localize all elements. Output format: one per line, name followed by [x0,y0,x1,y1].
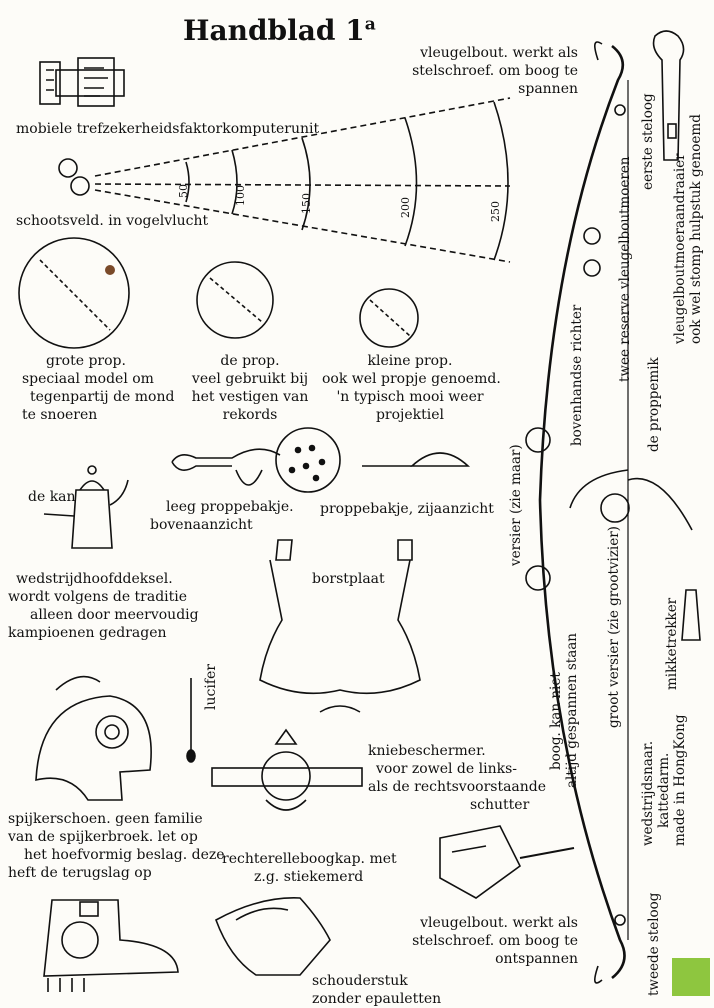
versier-label: versier (zie maar) [508,444,524,566]
kleine-prop-label: kleine prop.ook wel propje genoemd.'n ty… [322,353,501,423]
mikketrekker-label: mikketrekker [664,597,680,690]
range-tick-100: 100 [234,185,247,206]
kniebeschermer-label: kniebeschermer.voor zowel de links-als d… [368,743,547,813]
range-tick-200: 200 [399,197,412,218]
lucifer-drawing [186,678,196,763]
boog-drawing [525,41,701,984]
range-tick-250: 250 [489,201,502,222]
borstplaat-drawing [259,539,421,713]
de-proppemik-label: de proppemik [646,357,662,452]
props-drawing [18,237,419,349]
groot-versier-label: groot versier (zie grootvizier) [606,526,622,728]
publisher-logo [672,958,710,996]
range-field-drawing [58,97,511,263]
de-kan-label: de kan [28,489,76,505]
schootsveld-label: schootsveld. in vogelvlucht [16,213,209,229]
bovenhandse-richter-label: bovenhandse richter [569,304,585,446]
elleboogkap-drawing [439,825,575,899]
kan-drawing [43,465,129,549]
range-tick-150: 150 [300,193,313,214]
lucifer-label: lucifer [203,664,219,710]
proppebakje-boven-label: leeg proppebakje.bovenaanzicht [150,499,294,533]
computer-unit-drawing [39,57,125,107]
eerste-steloog-label: eerste steloog [640,93,656,190]
kniebeschermer-drawing [211,728,363,811]
computer-label: mobiele trefzekerheidsfaktorkomputerunit [16,121,320,137]
wedstrijdhoofddeksel-label: wedstrijdhoofddeksel.wordt volgens de tr… [8,571,199,641]
helm-drawing [35,675,152,801]
page-title: Handblad 1a [183,14,376,47]
tweede-steloog-label: tweede steloog [646,892,662,996]
schouderstuk-drawing [215,897,331,976]
wedstrijdsnaar-label: wedstrijdsnaar.kattedarm.made in HongKon… [640,714,688,847]
twee-reserve-label: twee reserve vleugelboutmoeren [617,156,633,383]
proppebakje-zij-label: proppebakje, zijaanzicht [320,501,494,517]
wrench-drawing [652,30,685,161]
schoen-drawing [43,899,179,992]
range-tick-50: 50 [177,184,190,198]
proppebakje-drawing [171,427,471,493]
borstplaat-label: borstplaat [312,571,385,587]
